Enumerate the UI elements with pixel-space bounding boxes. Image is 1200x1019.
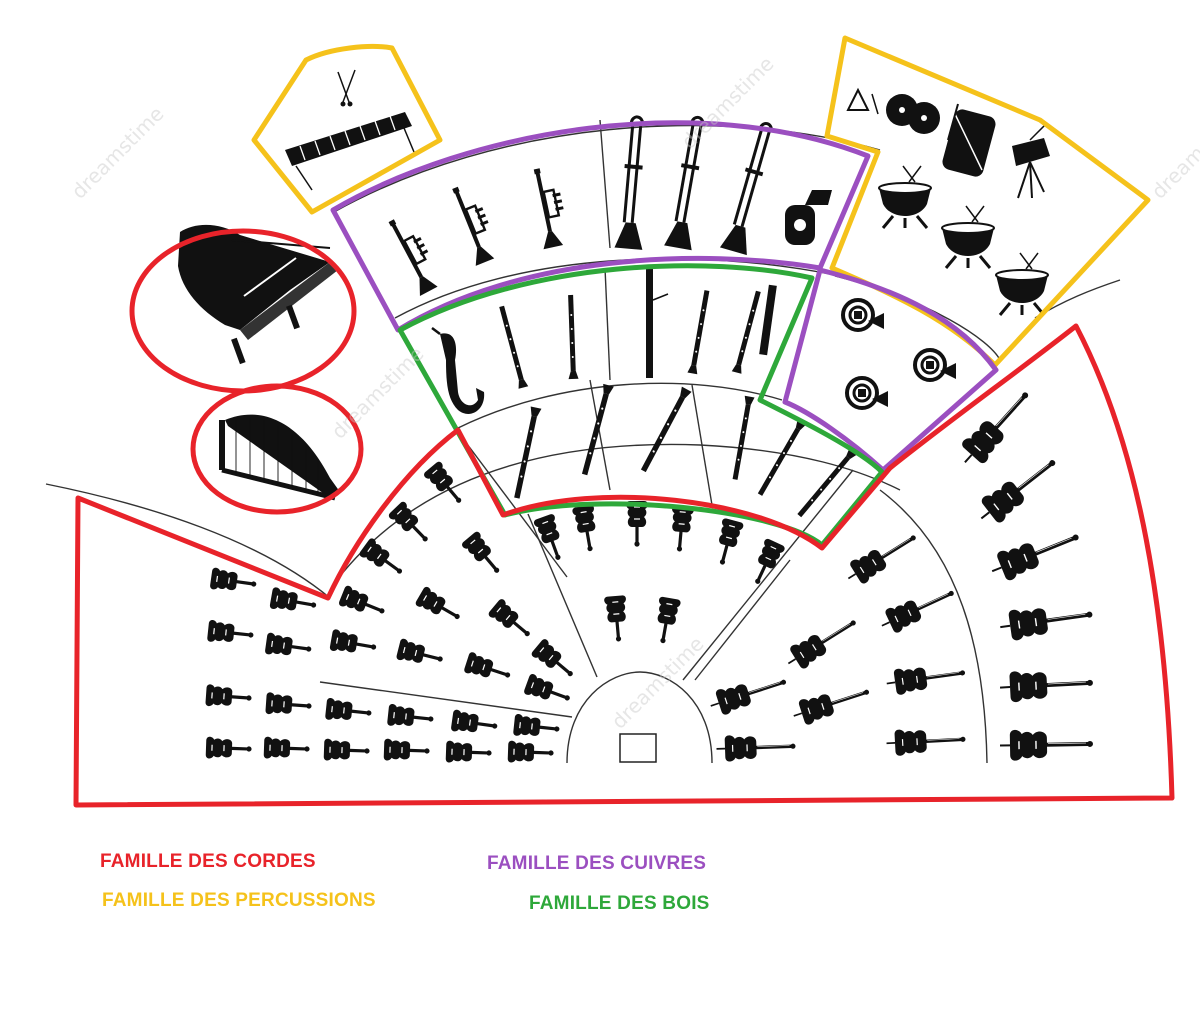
double-bass-icon [952, 381, 1096, 762]
marimba-icon [285, 69, 415, 191]
triangle-icon [846, 87, 879, 115]
violin-icon [204, 459, 580, 765]
cymbals-icon [886, 94, 940, 134]
stage-lines [45, 119, 1121, 764]
string-section [178, 224, 1096, 765]
clarinet-icon [496, 294, 579, 389]
saxophone-icon [431, 327, 485, 414]
woodwind-outline [397, 263, 885, 548]
svg-text:dreamstime: dreamstime [1147, 102, 1200, 204]
string-outline [73, 228, 1175, 808]
svg-text:dreamstime: dreamstime [67, 102, 169, 204]
conductor-podium [619, 733, 657, 763]
cello-icon [705, 524, 968, 763]
brass-section [381, 113, 958, 410]
violin-icon [532, 500, 787, 646]
svg-text:dreamstime: dreamstime [677, 52, 779, 154]
svg-text:dreamstime: dreamstime [607, 632, 709, 734]
brass-outline [330, 120, 999, 473]
tuba-icon [785, 190, 832, 245]
snare-drum-icon [1012, 123, 1050, 199]
timpani-icon [877, 164, 1050, 317]
legend-percussion: FAMILLE DES PERCUSSIONS [102, 890, 376, 911]
harp-icon [219, 414, 340, 501]
bassoon-icon [646, 268, 777, 378]
piano-icon [178, 224, 338, 365]
legend-strings: FAMILLE DES CORDES [100, 851, 316, 872]
legend-brass: FAMILLE DES CUIVRES [487, 853, 707, 874]
percussion-section [285, 69, 1050, 317]
svg-text:dreamstime: dreamstime [327, 342, 429, 444]
bass-drum-icon [942, 103, 996, 177]
legend-woodwinds: FAMILLE DES BOIS [529, 893, 710, 914]
woodwind-section [431, 268, 858, 519]
